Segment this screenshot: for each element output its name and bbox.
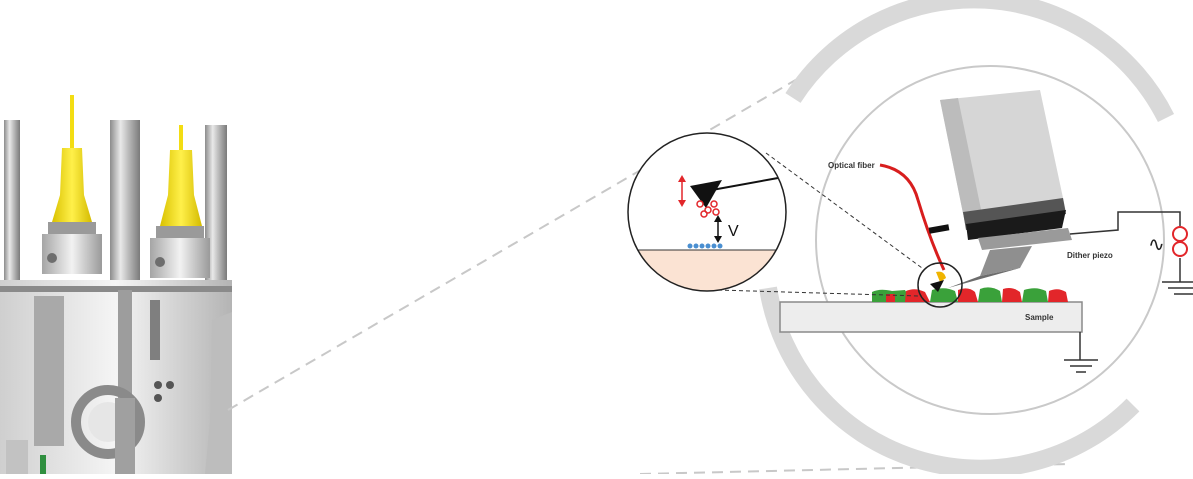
- oscillation-arrow: [678, 175, 686, 207]
- tip-molecules: [696, 200, 720, 218]
- fiber-cable: [70, 95, 74, 150]
- tip-ring: [71, 385, 145, 459]
- magnified-tip: [690, 180, 722, 208]
- probe-body: [940, 90, 1066, 240]
- probe-tip: [936, 271, 946, 282]
- probe-cone: [980, 246, 1032, 276]
- gap-arrow: [714, 215, 722, 243]
- zoom-region: [917, 262, 963, 308]
- sample-substrate: [779, 301, 1083, 333]
- voltage-label: V: [728, 223, 739, 240]
- surface-molecules: [687, 243, 723, 249]
- yellow-connector: [52, 148, 92, 222]
- cantilever: [711, 177, 779, 191]
- circuit-wire: [1069, 211, 1181, 235]
- current-source-icon: [1172, 226, 1188, 257]
- dither-piezo: [978, 228, 1072, 250]
- optical-fiber-label: Optical fiber: [828, 161, 875, 170]
- optical-fiber: [879, 163, 946, 271]
- fiber-cable: [179, 125, 183, 153]
- magnified-view: V: [627, 132, 787, 292]
- yellow-connector: [160, 150, 202, 226]
- ground-icon: [1064, 332, 1098, 373]
- zoom-connector: [765, 152, 923, 269]
- fiber-clamp: [928, 224, 950, 234]
- inner-circle: [815, 65, 1165, 415]
- ac-source-icon: ∿: [1148, 234, 1165, 256]
- projection-line: [227, 59, 831, 411]
- outer-arc: [785, 0, 1175, 123]
- instrument-photo: [0, 95, 232, 474]
- outer-arc: [759, 286, 1140, 478]
- sample-label: Sample: [1025, 313, 1054, 322]
- sample-surface: [872, 287, 1068, 302]
- zoom-connector: [717, 289, 921, 297]
- dither-piezo-label: Dither piezo: [1067, 251, 1113, 260]
